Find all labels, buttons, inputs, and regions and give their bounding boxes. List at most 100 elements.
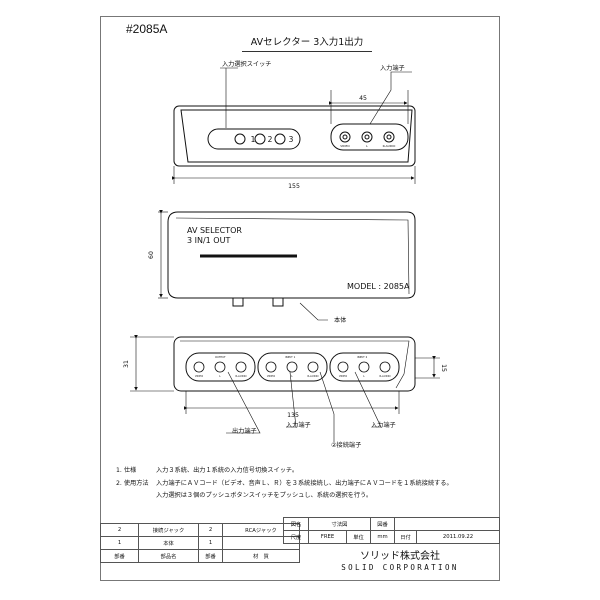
info-row: 図名 寸法図 図番 bbox=[283, 517, 500, 531]
parts-row: 1 本体 1 bbox=[100, 536, 300, 550]
push-button-2 bbox=[254, 133, 266, 145]
jack-group-output bbox=[185, 352, 256, 382]
hdr-drawing-number: 図番 bbox=[370, 517, 395, 531]
val-date: 2011.09.22 bbox=[416, 530, 500, 544]
dim-31-label: 31 bbox=[123, 360, 130, 368]
footer-part-no-2: 部番 bbox=[198, 549, 223, 563]
dim-135-label: 135 bbox=[287, 412, 299, 419]
parts-footer-row: 部番 部品名 部番 材 質 bbox=[100, 549, 300, 563]
jack-audio-r bbox=[383, 131, 395, 143]
callout-output: 出力端子 bbox=[232, 427, 257, 435]
dim-15-label: 15 bbox=[440, 364, 447, 372]
leader-output bbox=[226, 371, 261, 434]
rear-jack-label: VIDEO bbox=[267, 374, 275, 378]
rear-jack bbox=[358, 361, 370, 373]
rear-view-body-outline bbox=[173, 336, 416, 392]
callout-link: ②接続端子 bbox=[331, 441, 361, 449]
jack-label-r: R-AUDIO bbox=[383, 144, 396, 148]
rear-jack-label: L bbox=[363, 374, 365, 378]
push-button-1 bbox=[234, 133, 246, 145]
dim-60-label: 60 bbox=[148, 251, 155, 259]
val-scale: FREE bbox=[308, 530, 347, 544]
parts-row: 2 接続ジャック 2 RCAジャック bbox=[100, 523, 300, 537]
rear-view bbox=[130, 335, 440, 442]
jack-video-core bbox=[342, 134, 348, 140]
drawing-sheet-border bbox=[100, 16, 500, 581]
leader-input-a bbox=[286, 371, 297, 428]
jack-group-input-1 bbox=[257, 352, 328, 382]
parts-list-table: 2 接続ジャック 2 RCAジャック 1 本体 1 部番 部品名 部番 材 質 bbox=[100, 523, 300, 563]
callout-input-a: 入力端子 bbox=[286, 421, 311, 429]
footer-part-no: 部番 bbox=[100, 549, 139, 563]
note-text: 入力端子にＡＶコード（ビデオ、音声Ｌ、Ｒ）を３系統接続し、出力端子にＡＶコードを… bbox=[156, 479, 453, 487]
push-button-3 bbox=[274, 133, 286, 145]
leader-input-b bbox=[354, 371, 382, 428]
note-row: 2. 使用方法入力端子にＡＶコード（ビデオ、音声Ｌ、Ｒ）を３系統接続し、出力端子… bbox=[116, 478, 453, 491]
jack-audio-r-core bbox=[386, 134, 392, 140]
callout-input: 入力端子 bbox=[380, 64, 405, 72]
drawing-title: AVセレクター 3入力1出力 bbox=[242, 34, 372, 52]
front-view bbox=[158, 210, 416, 321]
rear-jack bbox=[265, 361, 277, 373]
rear-jack-label: L bbox=[219, 374, 221, 378]
top-view bbox=[172, 67, 416, 184]
company-name-en: SOLID CORPORATION bbox=[341, 563, 459, 572]
rear-jack-label: VIDEO bbox=[339, 374, 347, 378]
jack-panel bbox=[330, 123, 409, 151]
drawing-info-table: 図名 寸法図 図番 尺度 FREE 単位 mm 日付 2011.09.22 bbox=[283, 517, 500, 544]
note-row: 入力選択は３個のプッシュボタンスイッチをプッシュし、系統の選択を行う。 bbox=[116, 490, 453, 503]
foot-right bbox=[272, 297, 284, 307]
note-text: 入力３系統、出力１系統の入力信号切換スイッチ。 bbox=[156, 467, 299, 474]
leader-body bbox=[299, 302, 328, 321]
part-qty: 2 bbox=[100, 523, 139, 537]
part-number: #2085A bbox=[126, 22, 168, 36]
dim-45-label: 45 bbox=[359, 95, 367, 102]
part-qty2: 2 bbox=[198, 523, 223, 537]
rear-jack-label: L bbox=[291, 374, 293, 378]
hdr-drawing-name: 図名 bbox=[283, 517, 309, 531]
rear-jack bbox=[286, 361, 298, 373]
spec-notes: 1. 仕様 入力３系統、出力１系統の入力信号切換スイッチ。 2. 使用方法入力端子… bbox=[116, 465, 453, 503]
rear-jack bbox=[214, 361, 226, 373]
leader-link bbox=[319, 371, 335, 442]
hdr-unit: 単位 bbox=[346, 530, 371, 544]
company-name-jp: ソリッド株式会社 bbox=[360, 551, 440, 562]
val-drawing-number bbox=[394, 517, 500, 531]
front-printed-line1: AV SELECTOR bbox=[187, 226, 242, 235]
info-row: 尺度 FREE 単位 mm 日付 2011.09.22 bbox=[283, 530, 500, 544]
rear-group-label-input2: INPUT 2 bbox=[357, 355, 368, 359]
rear-jack bbox=[193, 361, 205, 373]
rear-jack-label: VIDEO bbox=[195, 374, 203, 378]
hdr-scale: 尺度 bbox=[283, 530, 309, 544]
top-view-body-outline bbox=[173, 105, 416, 167]
foot-left bbox=[232, 297, 244, 307]
rear-jack bbox=[235, 361, 247, 373]
button-label-3: 3 bbox=[289, 135, 294, 144]
leader-input bbox=[369, 71, 412, 125]
rear-jack-label: R-AUDIO bbox=[307, 374, 318, 378]
top-view-panel bbox=[180, 109, 413, 163]
front-printed-line2: 3 IN/1 OUT bbox=[187, 236, 230, 245]
note-row: 1. 仕様 入力３系統、出力１系統の入力信号切換スイッチ。 bbox=[116, 465, 453, 478]
front-view-bevel bbox=[175, 217, 410, 295]
rear-group-label-output: OUTPUT bbox=[215, 355, 226, 359]
rear-group-label-input1: INPUT 1 bbox=[285, 355, 296, 359]
jack-audio-l-core bbox=[364, 134, 370, 140]
rear-view-bevel bbox=[180, 340, 410, 389]
switch-slot bbox=[207, 128, 301, 150]
part-name: 接続ジャック bbox=[138, 523, 199, 537]
part-qty2: 1 bbox=[198, 536, 223, 550]
part-qty: 1 bbox=[100, 536, 139, 550]
jack-audio-l bbox=[361, 131, 373, 143]
val-drawing-name: 寸法図 bbox=[308, 517, 371, 531]
rear-jack-label: R-AUDIO bbox=[235, 374, 246, 378]
footer-part-name: 部品名 bbox=[138, 549, 199, 563]
jack-label-video: VIDEO bbox=[340, 144, 350, 148]
jack-label-l: L bbox=[366, 144, 368, 148]
note-key: 1. 仕様 bbox=[116, 467, 137, 474]
jack-group-input-2 bbox=[329, 352, 400, 382]
rear-jack-label: R-AUDIO bbox=[379, 374, 390, 378]
callout-input-b: 入力端子 bbox=[371, 421, 396, 429]
footer-material: 材 質 bbox=[222, 549, 300, 563]
